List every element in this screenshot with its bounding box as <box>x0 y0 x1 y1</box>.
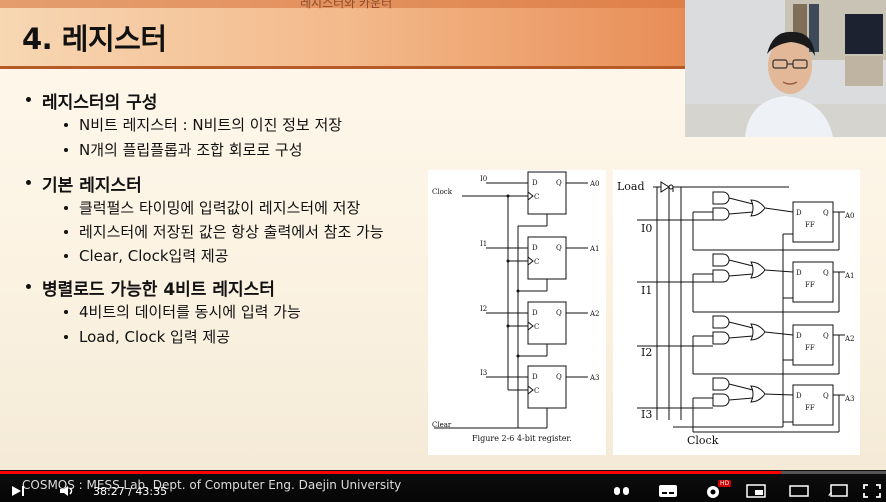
output-label: A0 <box>589 180 600 188</box>
sub-bullet-dot <box>64 310 68 314</box>
load-label: Load <box>617 180 645 193</box>
section-heading: 기본 레지스터 <box>42 176 142 196</box>
sub-bullet-dot <box>64 254 68 258</box>
settings-gear-icon[interactable] <box>703 482 723 500</box>
hd-badge: HD <box>718 480 732 487</box>
title-divider <box>0 66 886 69</box>
d-pin-label: D <box>532 373 538 381</box>
figure-4bit-register: Clock Clear I0 I1 I2 I3 A0 A1 A2 A3 D C … <box>428 170 606 455</box>
figure-caption: Figure 2-6 4-bit register. <box>472 434 572 443</box>
q-pin-label: Q <box>823 269 829 277</box>
c-pin-label: C <box>534 323 539 331</box>
q-pin-label: Q <box>556 373 562 381</box>
d-pin-label: D <box>796 332 802 340</box>
ff-label: FF <box>805 221 815 229</box>
output-label: A3 <box>589 374 600 382</box>
q-pin-label: Q <box>556 179 562 187</box>
ff-label: FF <box>805 404 815 412</box>
input-label: I0 <box>641 222 652 235</box>
sub-bullet-dot <box>64 123 68 127</box>
input-label: I0 <box>480 175 487 183</box>
slide-title: 4. 레지스터 <box>22 22 167 56</box>
c-pin-label: C <box>534 193 539 201</box>
sub-bullet-dot <box>64 206 68 210</box>
input-label: I3 <box>641 408 652 421</box>
section-item: Clear, Clock입력 제공 <box>79 247 229 265</box>
video-chapter-title[interactable]: COSMOS : MESS Lab. Dept. of Computer Eng… <box>22 478 402 492</box>
clock-label: Clock <box>687 434 719 447</box>
section-heading: 병렬로드 가능한 4비트 레지스터 <box>42 280 275 300</box>
q-pin-label: Q <box>823 332 829 340</box>
progress-bar-played <box>0 471 781 474</box>
cast-icon[interactable] <box>828 484 848 498</box>
output-label: A3 <box>844 395 855 403</box>
c-pin-label: C <box>534 387 539 395</box>
q-pin-label: Q <box>556 309 562 317</box>
section-item: N개의 플립플롭과 조합 회로로 구성 <box>79 141 303 159</box>
clock-label: Clock <box>432 188 453 196</box>
volume-icon[interactable] <box>58 484 78 498</box>
output-label: A0 <box>844 212 855 220</box>
header-strip <box>0 0 886 8</box>
d-pin-label: D <box>532 179 538 187</box>
miniplayer-icon[interactable] <box>746 484 766 498</box>
d-pin-label: D <box>532 309 538 317</box>
output-label: A2 <box>589 310 600 318</box>
ff-label: FF <box>805 344 815 352</box>
d-pin-label: D <box>796 209 802 217</box>
input-label: I2 <box>480 305 487 313</box>
webcam-overlay <box>685 0 886 137</box>
section-item: Load, Clock 입력 제공 <box>79 328 231 346</box>
ff-label: FF <box>805 281 815 289</box>
output-label: A2 <box>844 335 855 343</box>
sub-bullet-dot <box>64 230 68 234</box>
clear-label: Clear <box>432 421 452 429</box>
next-video-icon[interactable] <box>10 484 26 498</box>
fullscreen-icon[interactable] <box>862 483 882 499</box>
bullet-dot <box>26 180 31 185</box>
slide-top-text: 레지스터와 카운터 <box>300 0 393 10</box>
q-pin-label: Q <box>823 392 829 400</box>
section-heading: 레지스터의 구성 <box>42 93 158 113</box>
subtitles-icon[interactable] <box>658 483 678 499</box>
section-item: 클럭펄스 타이밍에 입력값이 레지스터에 저장 <box>79 199 361 217</box>
presenter-video <box>685 0 886 137</box>
time-display: 38:27 / 43:35 <box>93 485 168 498</box>
video-player-controls <box>0 470 886 502</box>
output-label: A1 <box>589 245 600 253</box>
input-label: I1 <box>480 240 487 248</box>
lecture-slide: 레지스터와 카운터 4. 레지스터 레지스터의 구성 N비트 레지스터 : N비… <box>0 0 886 470</box>
bullet-dot <box>26 97 31 102</box>
d-pin-label: D <box>796 269 802 277</box>
d-pin-label: D <box>532 244 538 252</box>
c-pin-label: C <box>534 258 539 266</box>
d-pin-label: D <box>796 392 802 400</box>
q-pin-label: Q <box>823 209 829 217</box>
input-label: I3 <box>480 369 487 377</box>
register-diagram: Clock Clear I0 I1 I2 I3 A0 A1 A2 A3 D C … <box>432 171 600 429</box>
input-label: I2 <box>641 346 652 359</box>
output-label: A1 <box>844 272 855 280</box>
section-item: N비트 레지스터 : N비트의 이진 정보 저장 <box>79 116 343 134</box>
figure-parallel-load-register: Load Clock I0 I1 I2 I3 A0 A1 A2 A3 FF FF… <box>613 170 860 455</box>
section-item: 4비트의 데이터를 동시에 입력 가능 <box>79 303 301 321</box>
sub-bullet-dot <box>64 335 68 339</box>
theater-mode-icon[interactable] <box>789 484 809 498</box>
section-item: 레지스터에 저장된 값은 항상 출력에서 참조 가능 <box>79 223 384 241</box>
pause-toggle-icon[interactable] <box>612 484 634 498</box>
q-pin-label: Q <box>556 244 562 252</box>
sub-bullet-dot <box>64 148 68 152</box>
bullet-dot <box>26 284 31 289</box>
input-label: I1 <box>641 284 652 297</box>
parallel-load-diagram: Load Clock I0 I1 I2 I3 A0 A1 A2 A3 FF FF… <box>617 180 855 447</box>
